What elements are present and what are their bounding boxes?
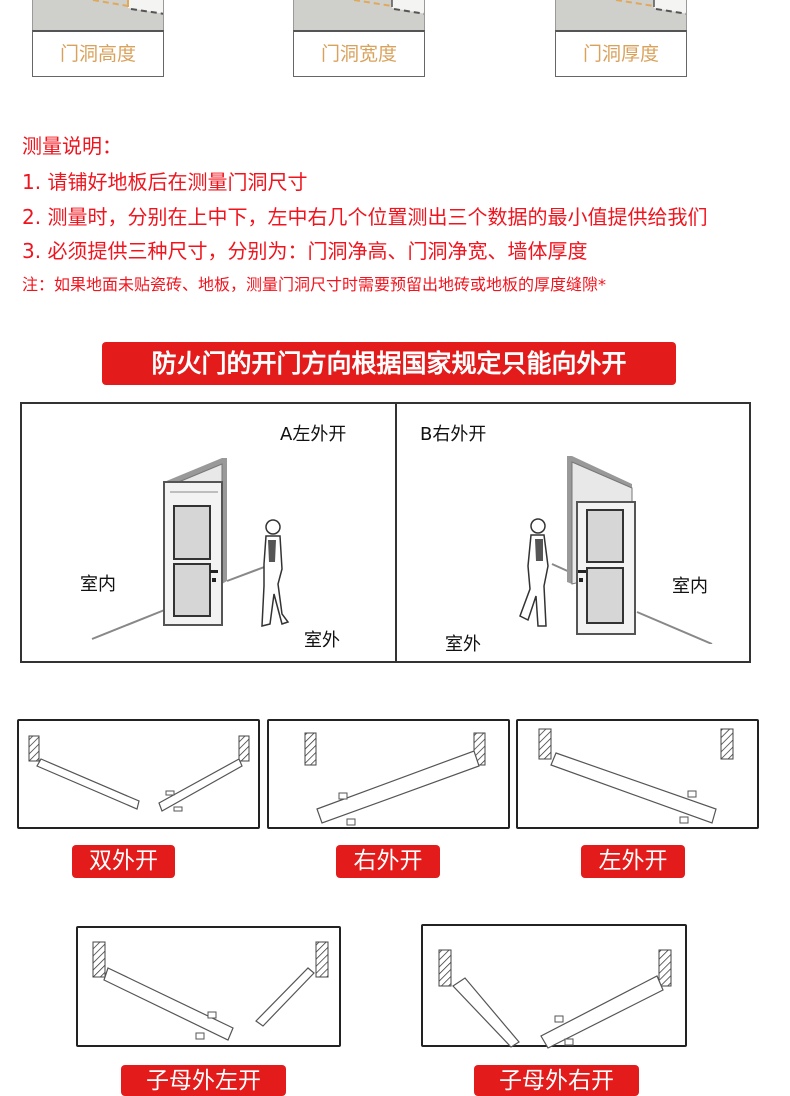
note-footnote: 注：如果地面未贴瓷砖、地板，测量门洞尺寸时需要预留出地砖或地板的厚度缝隙* [22, 275, 607, 294]
measure-card-label: 门洞宽度 [293, 30, 425, 77]
fire-door-rule-banner: 防火门的开门方向根据国家规定只能向外开 [102, 342, 676, 385]
panel-divider [395, 404, 397, 661]
left-inside-label: 室内 [80, 574, 116, 595]
tag-mother-son-right-outward: 子母外右开 [474, 1065, 639, 1096]
right-inside-label: 室内 [672, 576, 708, 597]
right-door-illustration [519, 456, 713, 644]
plan-double-outward [17, 719, 260, 829]
right-panel-title: B右外开 [420, 424, 487, 445]
wall-illustration [32, 0, 164, 30]
mother-son-right-diagram [438, 949, 672, 1049]
left-outward-diagram [538, 728, 734, 824]
double-outward-diagram [28, 735, 250, 812]
left-door-illustration [91, 458, 290, 640]
tag-left-outward: 左外开 [581, 845, 685, 878]
note-item-1: 1. 请铺好地板后在测量门洞尺寸 [22, 170, 308, 194]
door-direction-perspective: A左外开 室内 室外 B右外开 室内 室外 [20, 402, 751, 663]
plan-mother-son-left-outward [76, 926, 341, 1047]
measure-card-thickness: 门洞厚度 [555, 0, 687, 77]
measure-card-label: 门洞高度 [32, 30, 164, 77]
measure-card-label: 门洞厚度 [555, 30, 687, 77]
tag-mother-son-left-outward: 子母外左开 [121, 1065, 286, 1096]
plan-left-outward [516, 719, 759, 829]
note-item-3: 3. 必须提供三种尺寸，分别为：门洞净高、门洞净宽、墙体厚度 [22, 239, 588, 263]
wall-illustration [293, 0, 425, 30]
left-outside-label: 室外 [304, 630, 340, 651]
plan-mother-son-right-outward [421, 924, 687, 1049]
left-panel-title: A左外开 [280, 424, 347, 445]
mother-son-left-diagram [92, 941, 329, 1041]
plan-right-outward [267, 719, 510, 829]
tag-double-outward: 双外开 [72, 845, 175, 878]
notes-title: 测量说明： [22, 134, 122, 158]
right-outside-label: 室外 [445, 634, 481, 655]
note-item-2: 2. 测量时，分别在上中下，左中右几个位置测出三个数据的最小值提供给我们 [22, 205, 708, 229]
measure-card-width: 门洞宽度 [293, 0, 425, 77]
tag-right-outward: 右外开 [336, 845, 440, 878]
wall-illustration [555, 0, 687, 30]
right-outward-diagram [304, 732, 486, 826]
measure-card-height: 门洞高度 [32, 0, 164, 77]
